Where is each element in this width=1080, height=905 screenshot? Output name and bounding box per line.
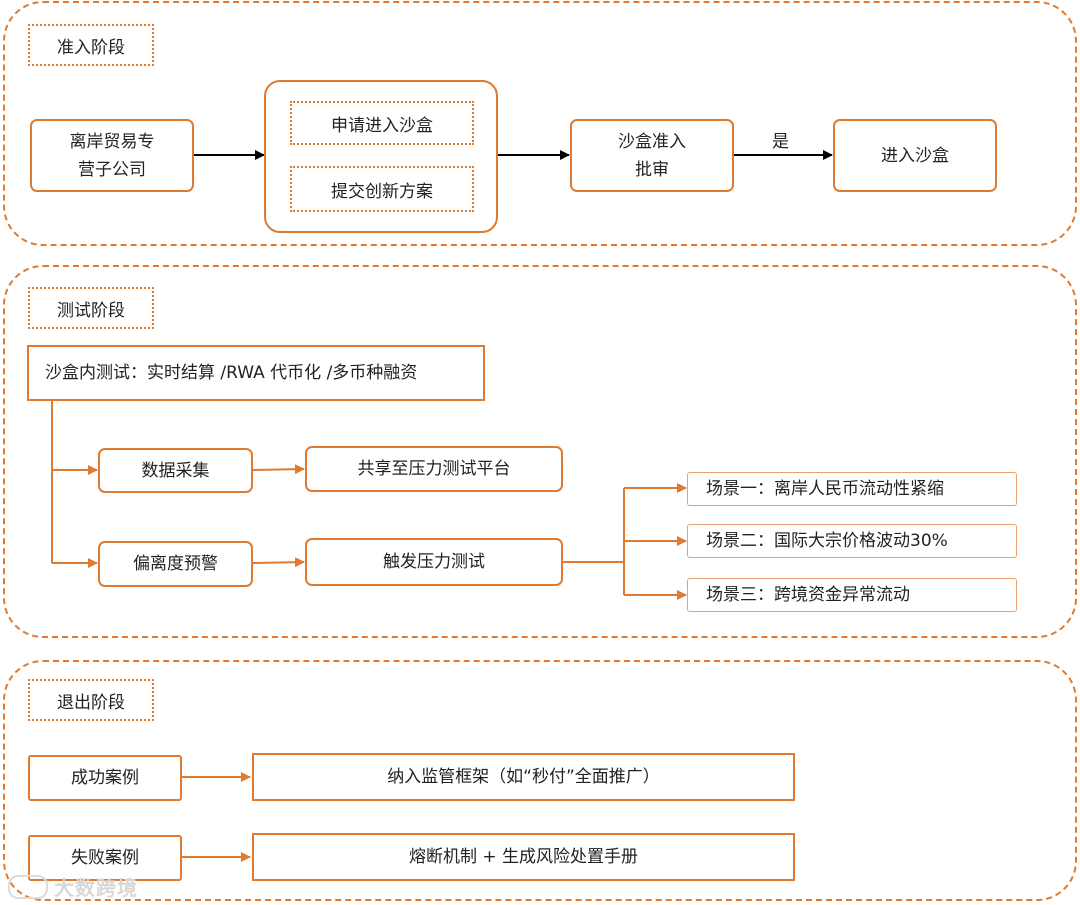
watermark: 大数跨境 [8, 872, 138, 901]
sandbox-review-node: 沙盒准入 批审 [570, 119, 734, 192]
submit-plan-node: 提交创新方案 [290, 166, 474, 212]
stress-platform-node: 共享至压力测试平台 [305, 446, 563, 492]
trigger-stress-test-node: 触发压力测试 [305, 538, 563, 586]
data-collection-node: 数据采集 [98, 448, 253, 493]
yes-label: 是 [772, 132, 789, 152]
watermark-text: 大数跨境 [54, 876, 138, 900]
watermark-logo-icon [8, 874, 48, 899]
offshore-company-label: 离岸贸易专 营子公司 [69, 131, 155, 180]
apply-sandbox-node: 申请进入沙盒 [290, 101, 474, 145]
scenario-3-node: 场景三：跨境资金异常流动 [687, 578, 1017, 612]
deviation-warning-node: 偏离度预警 [98, 541, 253, 587]
sandbox-review-label: 沙盒准入 批审 [618, 131, 686, 180]
exit-stage-title: 退出阶段 [28, 679, 154, 721]
failure-case-node: 失败案例 [28, 835, 182, 881]
entry-stage-title: 准入阶段 [28, 24, 154, 66]
arrow-collect-to-platform [252, 464, 305, 475]
enter-sandbox-node: 进入沙盒 [833, 119, 997, 192]
exit-stage-frame [3, 660, 1077, 901]
test-stage-title: 测试阶段 [28, 287, 154, 329]
success-case-node: 成功案例 [28, 755, 182, 801]
offshore-company-node: 离岸贸易专 营子公司 [30, 119, 194, 192]
arrow-deviation-to-trigger [252, 557, 305, 568]
success-result-node: 纳入监管框架（如“秒付”全面推广） [252, 753, 795, 801]
failure-result-node: 熔断机制 + 生成风险处置手册 [252, 833, 795, 881]
scenario-2-node: 场景二：国际大宗价格波动30% [687, 524, 1017, 558]
scenario-1-node: 场景一：离岸人民币流动性紧缩 [687, 472, 1017, 506]
test-stage-frame [3, 265, 1077, 638]
sandbox-test-node: 沙盒内测试：实时结算 /RWA 代币化 /多币种融资 [27, 345, 485, 401]
entry-stage-frame [3, 1, 1077, 246]
